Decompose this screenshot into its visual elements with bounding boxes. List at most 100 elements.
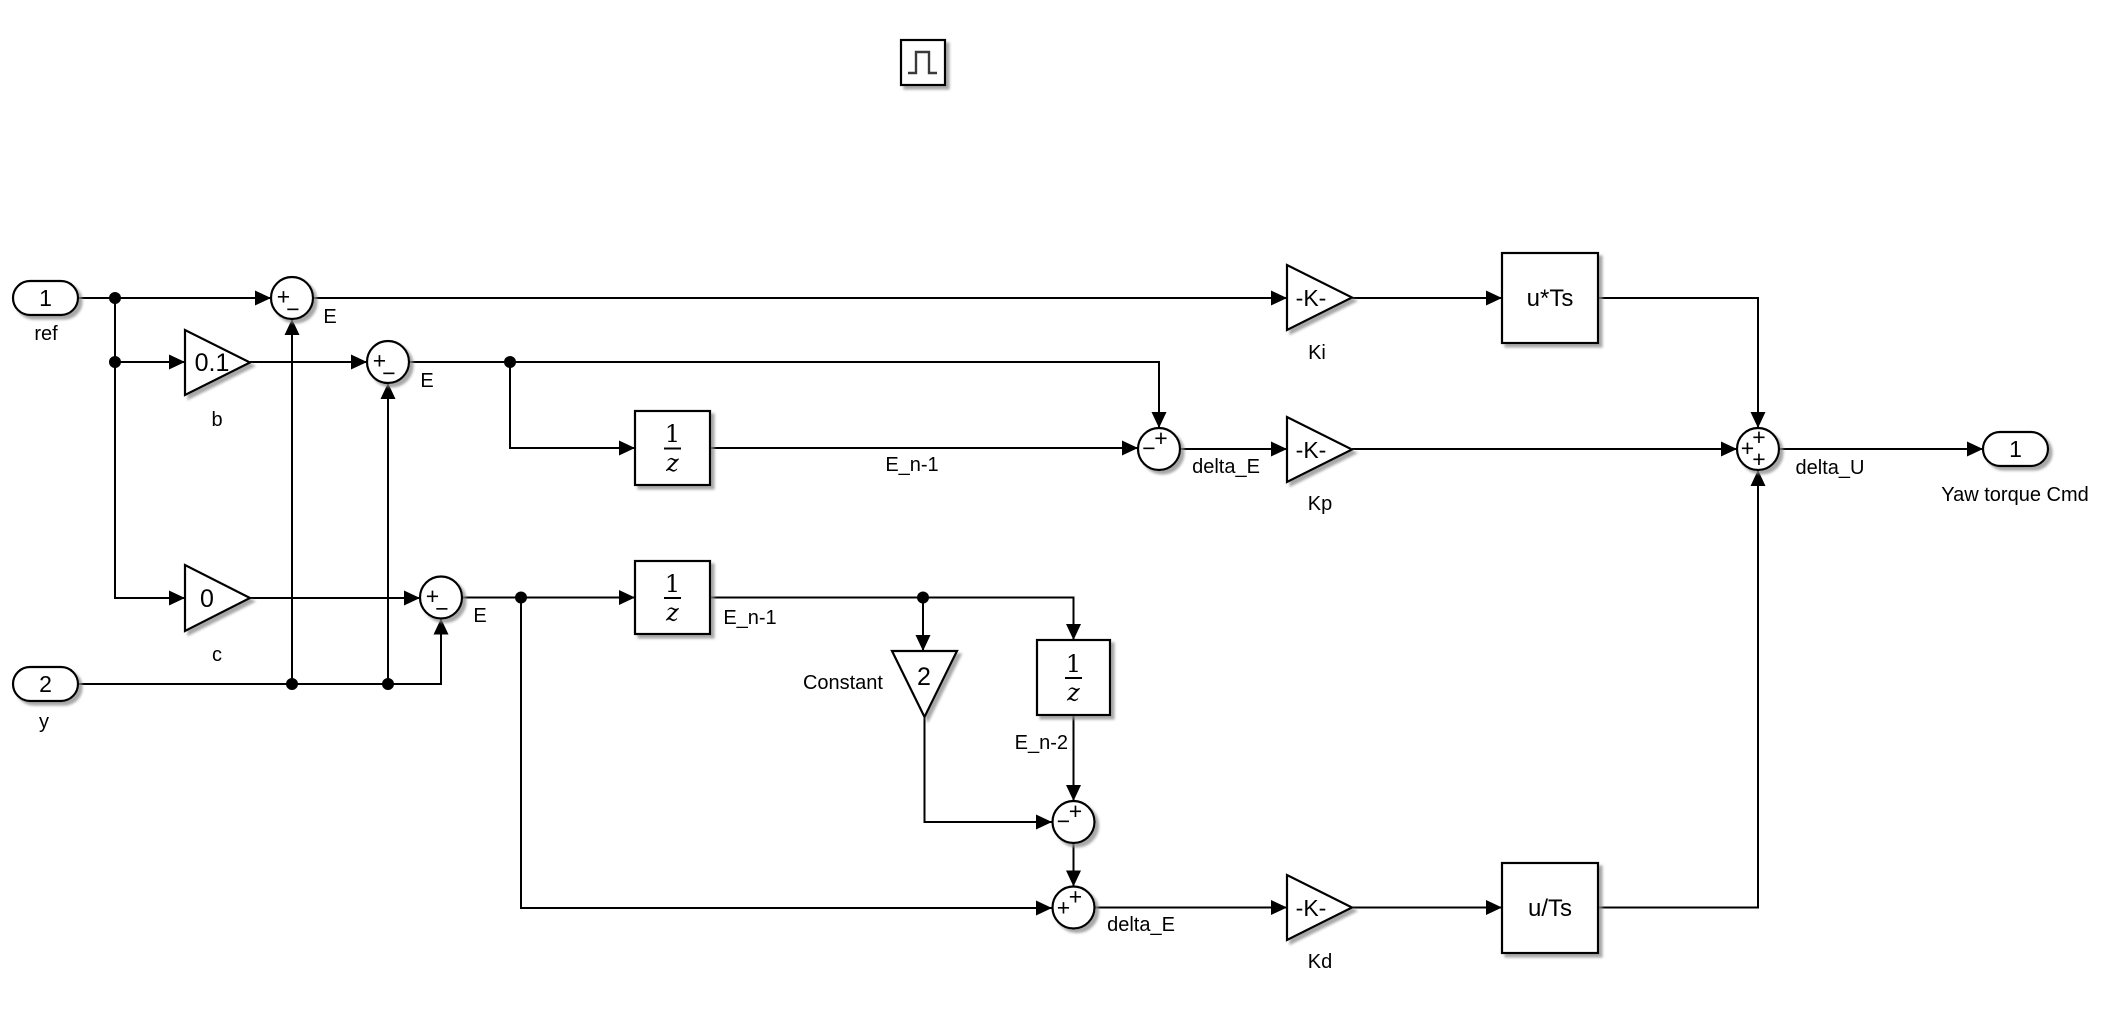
outport-yaw-torque-block[interactable] <box>1981 430 2050 468</box>
branch-dot <box>504 356 516 368</box>
sum-sign-west: − <box>1057 808 1070 834</box>
unit-delay-2-numerator: 1 <box>665 570 680 598</box>
unit-delay-3-denominator: z <box>1066 679 1080 707</box>
unit-delay-3: 1 z E_n-2 <box>1015 638 1112 754</box>
wire-delay2-to-delay3[interactable] <box>710 596 1081 641</box>
sum-diff-derivative-2-block[interactable] <box>1051 885 1096 930</box>
gain-kp-label: Kp <box>1308 493 1332 515</box>
sum-sign-south: + <box>1752 446 1765 472</box>
inport-ref-label: ref <box>34 323 58 345</box>
unit-delay-1: 1 z E_n-1 <box>633 409 939 487</box>
gain-c-label: c <box>212 644 222 666</box>
sum-diff-derivative-2: + + delta_E <box>1051 884 1175 936</box>
sum-sign-west: + <box>1741 435 1754 461</box>
unit-delay-3-block[interactable] <box>1035 638 1112 717</box>
uts-divide-label: u/Ts <box>1528 895 1572 922</box>
uts-divide-block[interactable] <box>1500 861 1600 955</box>
branch-dot <box>109 292 121 304</box>
pulse-wave-icon <box>908 50 937 75</box>
uts-multiply-block[interactable] <box>1500 251 1600 345</box>
outport-label: Yaw torque Cmd <box>1941 484 2088 506</box>
signal-label-en2: E_n-2 <box>1015 732 1068 754</box>
sum-diff-proportional-block[interactable] <box>1136 426 1182 472</box>
gain-b: 0.1 b <box>183 328 253 431</box>
sum-sign-north: + <box>1069 798 1082 824</box>
unit-delay-3-numerator: 1 <box>1066 650 1081 678</box>
wires <box>78 290 1983 916</box>
gain-constant-2-label: Constant <box>803 672 883 694</box>
unit-delay-2: 1 z E_n-1 <box>633 559 777 636</box>
outport-yaw-torque: 1 Yaw torque Cmd <box>1941 430 2089 506</box>
pulse-generator-block[interactable] <box>899 38 947 87</box>
wire-uts-div-to-out-sum[interactable] <box>1598 470 1766 909</box>
wire-e-to-delay1[interactable] <box>509 362 635 456</box>
signal-label-e-integral: E <box>323 306 336 328</box>
sum-output-block[interactable] <box>1735 426 1781 472</box>
gain-constant-2-block[interactable] <box>890 649 959 720</box>
signal-label-en1-derivative: E_n-1 <box>723 607 776 629</box>
wire-y-to-sum-d[interactable] <box>78 618 449 685</box>
inport-ref: 1 ref <box>11 279 80 345</box>
sum-sign-west: + <box>373 348 386 374</box>
signal-label-delta-e-derivative: delta_E <box>1107 914 1175 936</box>
sum-error-integral-block[interactable] <box>269 275 315 321</box>
sum-sign-west: + <box>1057 895 1070 921</box>
gain-constant-2: 2 Constant <box>803 649 959 720</box>
inport-ref-number: 1 <box>39 285 52 311</box>
gain-kp-block[interactable] <box>1285 415 1355 484</box>
gain-kd-label: Kd <box>1308 951 1332 973</box>
gain-c-value: 0 <box>200 585 214 613</box>
uts-divide: u/Ts <box>1500 861 1600 955</box>
sum-diff-derivative-1: + − <box>1051 798 1096 845</box>
wire-sum-p-to-diff-p[interactable] <box>409 361 1167 428</box>
gain-b-block[interactable] <box>183 328 253 397</box>
inport-y: 2 y <box>11 665 80 733</box>
sum-sign-north: + <box>1154 425 1167 451</box>
inport-ref-block[interactable] <box>11 279 80 317</box>
inport-y-number: 2 <box>39 671 52 697</box>
gain-c-block[interactable] <box>183 563 253 633</box>
signal-label-e-derivative: E <box>473 605 486 627</box>
sum-sign-south: − <box>435 596 448 622</box>
gain-kp: -K- Kp <box>1285 415 1355 515</box>
gain-kd-value: -K- <box>1296 895 1327 921</box>
gain-ki-value: -K- <box>1296 285 1327 311</box>
sum-error-proportional: + − E <box>365 339 434 392</box>
sum-output: + + + delta_U <box>1735 424 1865 479</box>
pulse-generator-block <box>899 38 947 87</box>
branch-dot <box>382 678 394 690</box>
wire-constant-to-diff-d1[interactable] <box>923 717 1053 830</box>
unit-delay-1-numerator: 1 <box>665 420 680 448</box>
inport-y-block[interactable] <box>11 665 80 703</box>
sum-sign-west: + <box>277 284 290 310</box>
sum-sign-north: + <box>1069 884 1082 910</box>
wire-ref-to-gain-b[interactable] <box>114 298 185 370</box>
sum-error-derivative: + − E <box>418 575 487 627</box>
gain-c: 0 c <box>183 563 253 666</box>
sum-error-proportional-block[interactable] <box>365 339 411 385</box>
sum-diff-derivative-1-block[interactable] <box>1051 799 1096 845</box>
gain-kd-block[interactable] <box>1285 873 1355 942</box>
signal-label-en1-proportional: E_n-1 <box>885 454 938 476</box>
unit-delay-2-denominator: z <box>665 599 679 627</box>
uts-multiply: u*Ts <box>1500 251 1600 345</box>
wire-e-to-diff-d2[interactable] <box>520 597 1052 916</box>
wire-uts-mul-to-out-sum[interactable] <box>1598 297 1766 428</box>
signal-label-delta-u: delta_U <box>1796 457 1865 479</box>
wire-ref-to-gain-c[interactable] <box>114 362 185 606</box>
sum-sign-west: + <box>426 583 439 609</box>
gain-ki-label: Ki <box>1308 342 1326 364</box>
branch-dot <box>286 678 298 690</box>
branch-dot <box>109 356 121 368</box>
sum-error-derivative-block[interactable] <box>418 575 464 620</box>
gain-constant-2-value: 2 <box>917 663 931 691</box>
gain-ki: -K- Ki <box>1285 263 1355 364</box>
sum-sign-west: − <box>1142 435 1155 461</box>
signal-label-e-proportional: E <box>420 370 433 392</box>
gain-ki-block[interactable] <box>1285 263 1355 332</box>
sum-sign-south: − <box>286 296 299 322</box>
uts-multiply-label: u*Ts <box>1527 285 1574 312</box>
outport-number: 1 <box>2009 436 2022 462</box>
